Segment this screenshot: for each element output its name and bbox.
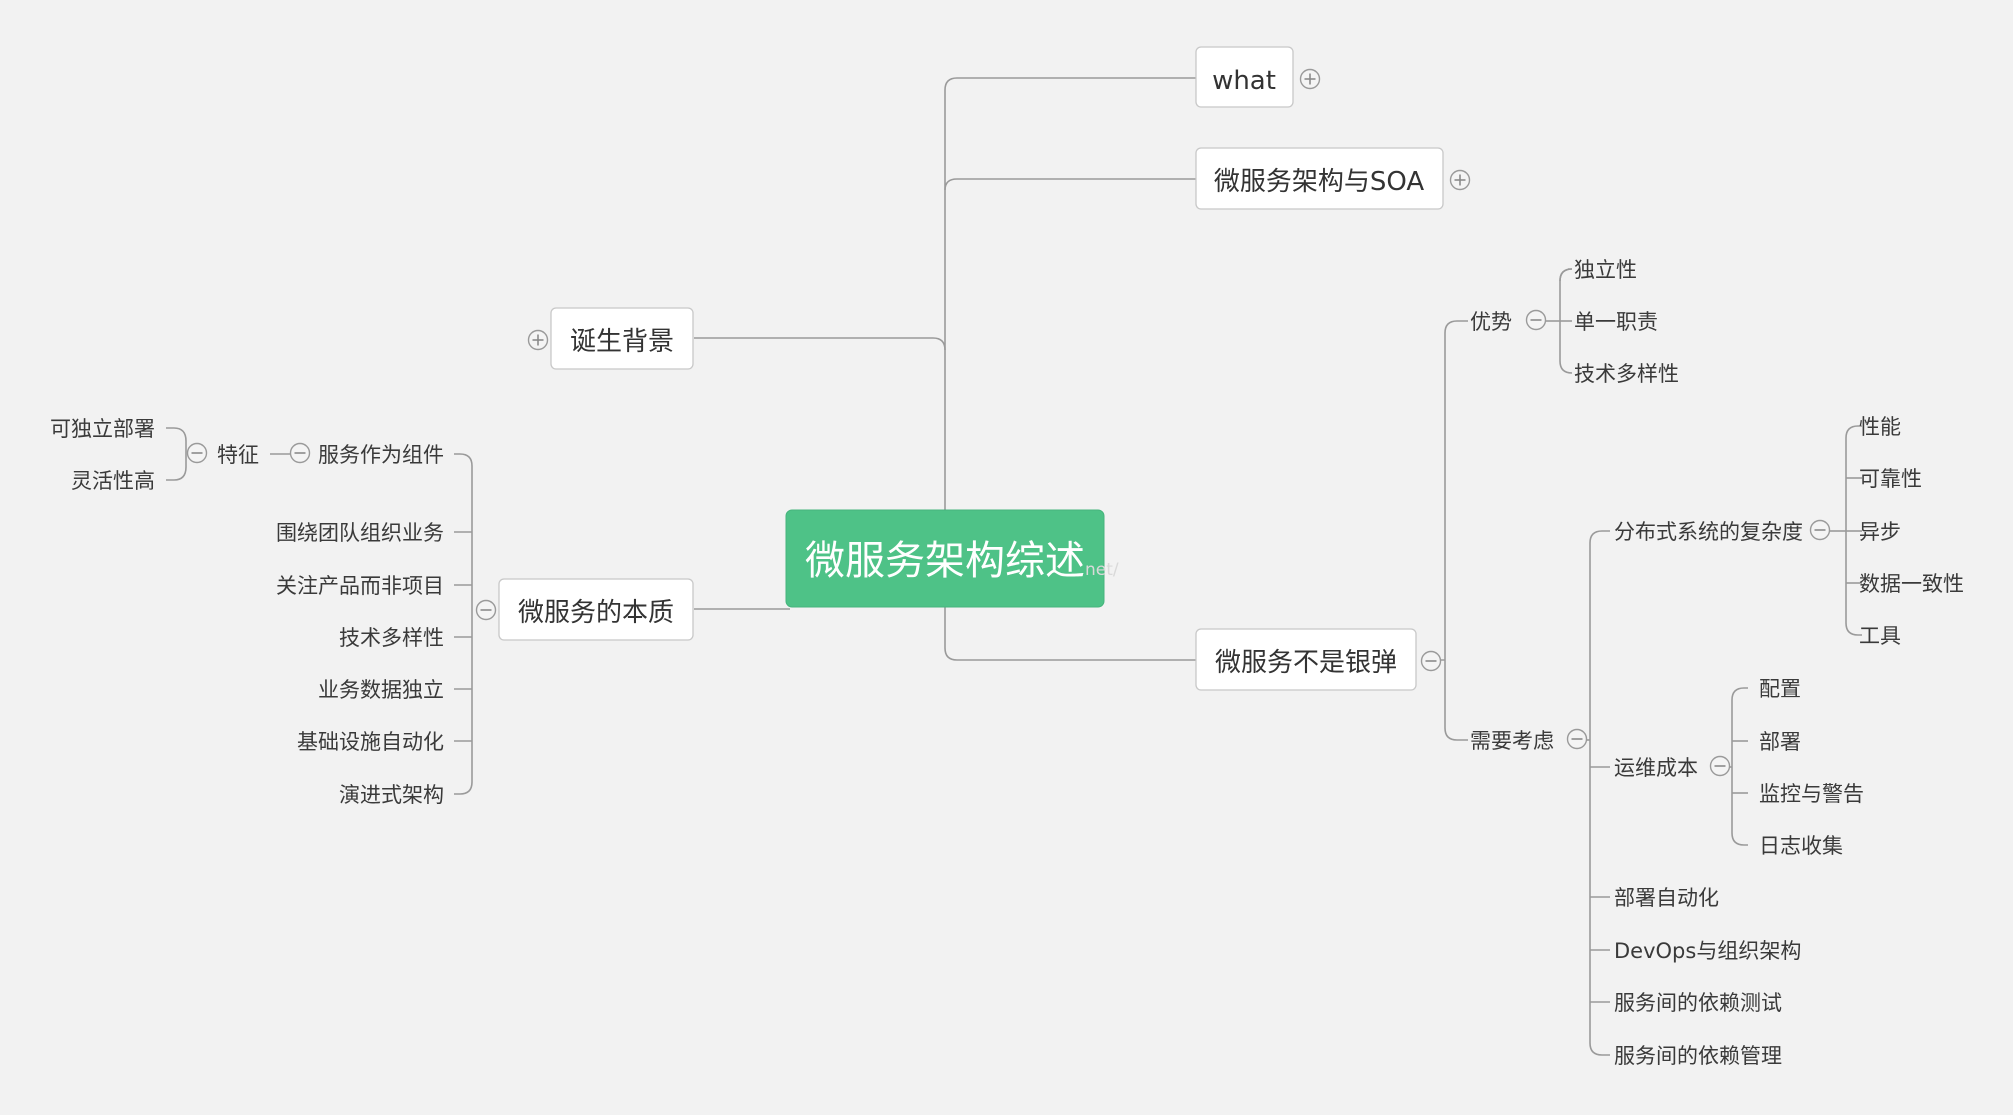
essence-item[interactable]: 基础设施自动化 xyxy=(297,730,444,754)
branch-essence[interactable]: 微服务的本质 xyxy=(498,578,694,641)
complexity-item[interactable]: 工具 xyxy=(1859,624,1901,648)
root-label: 微服务架构综述 xyxy=(805,538,1085,584)
root-node[interactable]: 微服务架构综述 net/ xyxy=(785,509,1119,608)
ops-node[interactable]: 运维成本 xyxy=(1614,756,1698,780)
complexity-item[interactable]: 数据一致性 xyxy=(1859,572,1964,596)
essence-item[interactable]: 演进式架构 xyxy=(339,783,444,807)
essence-item[interactable]: 关注产品而非项目 xyxy=(276,574,444,598)
advantage-item[interactable]: 技术多样性 xyxy=(1574,362,1679,386)
collapse-toggle-feature[interactable] xyxy=(186,442,208,464)
branch-silver-label: 微服务不是银弹 xyxy=(1215,648,1397,678)
consideration-item[interactable]: DevOps与组织架构 xyxy=(1614,939,1801,963)
ops-item[interactable]: 日志收集 xyxy=(1759,834,1843,858)
advantage-item[interactable]: 单一职责 xyxy=(1574,310,1658,334)
expand-toggle-soa[interactable] xyxy=(1449,169,1471,191)
watermark: net/ xyxy=(1085,560,1119,580)
expand-toggle-background[interactable] xyxy=(527,329,549,351)
expand-toggle-what[interactable] xyxy=(1299,68,1321,90)
feature-item[interactable]: 可独立部署 xyxy=(50,417,155,441)
considerations-node[interactable]: 需要考虑 xyxy=(1470,729,1554,753)
branch-soa-label: 微服务架构与SOA xyxy=(1214,167,1425,197)
branch-what[interactable]: what xyxy=(1195,46,1294,108)
branch-background[interactable]: 诞生背景 xyxy=(550,307,694,370)
connectors xyxy=(166,77,1862,1056)
branch-what-label: what xyxy=(1212,66,1276,96)
ops-item[interactable]: 监控与警告 xyxy=(1759,782,1864,806)
advantage-item[interactable]: 独立性 xyxy=(1574,258,1637,282)
branch-essence-label: 微服务的本质 xyxy=(518,598,674,628)
branch-soa[interactable]: 微服务架构与SOA xyxy=(1195,147,1444,210)
consideration-item[interactable]: 服务间的依赖管理 xyxy=(1614,1044,1782,1068)
ops-item[interactable]: 部署 xyxy=(1759,730,1801,754)
branch-background-label: 诞生背景 xyxy=(570,327,674,357)
complexity-item[interactable]: 性能 xyxy=(1859,415,1901,439)
branch-silver[interactable]: 微服务不是银弹 xyxy=(1195,628,1417,691)
consideration-item[interactable]: 服务间的依赖测试 xyxy=(1614,991,1782,1015)
advantages-node[interactable]: 优势 xyxy=(1470,310,1512,334)
feature-item[interactable]: 灵活性高 xyxy=(71,469,155,493)
essence-item[interactable]: 业务数据独立 xyxy=(318,678,444,702)
collapse-toggle-considerations[interactable] xyxy=(1566,728,1588,750)
essence-item[interactable]: 服务作为组件 xyxy=(318,443,444,467)
feature-node[interactable]: 特征 xyxy=(217,443,259,467)
collapse-toggle-ops[interactable] xyxy=(1709,755,1731,777)
essence-item[interactable]: 技术多样性 xyxy=(339,626,444,650)
ops-item[interactable]: 配置 xyxy=(1759,677,1801,701)
consideration-item[interactable]: 部署自动化 xyxy=(1614,886,1719,910)
collapse-toggle-silver[interactable] xyxy=(1420,650,1442,672)
essence-item[interactable]: 围绕团队组织业务 xyxy=(276,521,444,545)
complexity-node[interactable]: 分布式系统的复杂度 xyxy=(1614,520,1803,544)
collapse-toggle-advantages[interactable] xyxy=(1525,309,1547,331)
collapse-toggle-essence[interactable] xyxy=(475,599,497,621)
complexity-item[interactable]: 可靠性 xyxy=(1859,467,1922,491)
complexity-item[interactable]: 异步 xyxy=(1859,520,1901,544)
collapse-toggle-complexity[interactable] xyxy=(1809,519,1831,541)
collapse-toggle-component[interactable] xyxy=(289,442,311,464)
